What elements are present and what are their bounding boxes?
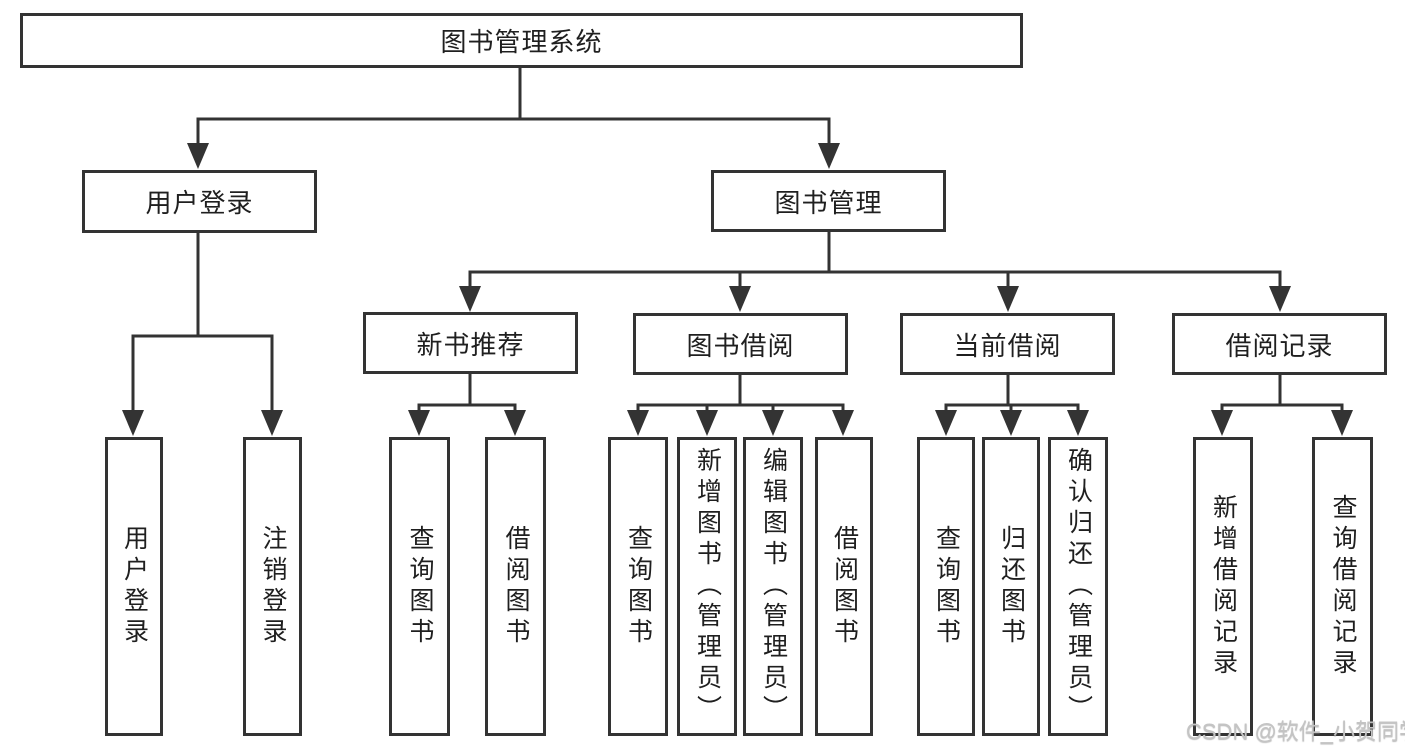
leaf-confirm-return-admin: 确认归还（管理员） — [1048, 437, 1108, 736]
csdn-watermark: CSDN @软件_小贺同学 — [1186, 719, 1405, 744]
node-user-login: 用户登录 — [82, 170, 317, 233]
node-label: 新增借阅记录 — [1209, 493, 1238, 680]
leaf-user-login: 用户登录 — [105, 437, 163, 736]
node-library-management-system: 图书管理系统 — [20, 13, 1023, 68]
leaf-query-books-current: 查询图书 — [917, 437, 975, 736]
leaf-add-books-admin: 新增图书（管理员） — [677, 437, 737, 736]
node-label: 新书推荐 — [416, 329, 525, 360]
leaf-query-books-borrowing: 查询图书 — [608, 437, 668, 736]
leaf-query-borrow-record: 查询借阅记录 — [1312, 437, 1373, 736]
node-label: 确认归还（管理员） — [1064, 447, 1093, 726]
node-label: 用户登录 — [145, 188, 254, 218]
node-label: 查询图书 — [932, 524, 961, 649]
leaf-logout: 注销登录 — [243, 437, 302, 736]
node-label: 归还图书 — [997, 524, 1026, 649]
node-label: 注销登录 — [259, 524, 287, 649]
node-label: 图书借阅 — [686, 330, 795, 361]
leaf-return-books: 归还图书 — [982, 437, 1040, 736]
node-borrowing-records: 借阅记录 — [1172, 313, 1387, 375]
leaf-borrow-books-recommendation: 借阅图书 — [485, 437, 546, 736]
node-label: 查询借阅记录 — [1329, 493, 1357, 680]
node-current-borrowing: 当前借阅 — [900, 313, 1115, 375]
node-label: 借阅记录 — [1225, 330, 1334, 361]
node-label: 编辑图书（管理员） — [759, 447, 788, 726]
node-label: 借阅图书 — [502, 524, 530, 649]
leaf-edit-books-admin: 编辑图书（管理员） — [743, 437, 803, 736]
node-label: 新增图书（管理员） — [693, 447, 722, 726]
leaf-borrow-books-borrowing: 借阅图书 — [815, 437, 873, 736]
node-label: 用户登录 — [120, 524, 149, 649]
node-book-borrowing: 图书借阅 — [633, 313, 848, 375]
leaf-add-borrow-record: 新增借阅记录 — [1193, 437, 1253, 736]
node-label: 图书管理 — [774, 187, 883, 218]
node-label: 当前借阅 — [953, 330, 1062, 361]
node-book-management: 图书管理 — [711, 170, 946, 232]
node-label: 查询图书 — [406, 524, 434, 649]
node-label: 借阅图书 — [830, 524, 859, 649]
leaf-query-books-recommendation: 查询图书 — [389, 437, 450, 736]
node-label: 查询图书 — [624, 524, 653, 649]
node-new-book-recommendation: 新书推荐 — [363, 312, 578, 374]
node-label: 图书管理系统 — [440, 27, 603, 57]
